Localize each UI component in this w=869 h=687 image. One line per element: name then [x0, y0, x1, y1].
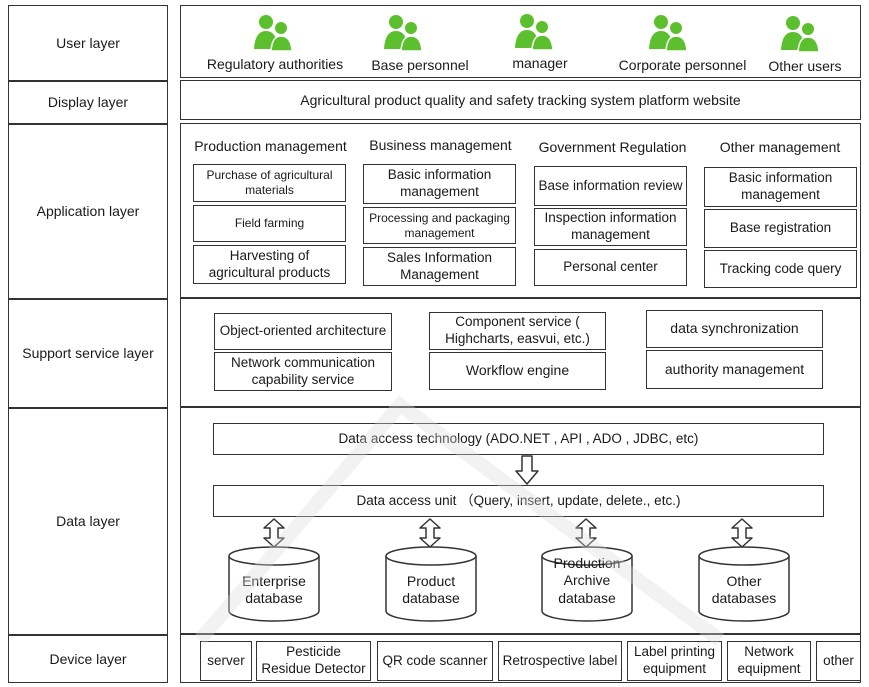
user-role-label: manager [512, 55, 568, 71]
data-access-unit-box: Data access unit （Query, insert, update,… [213, 485, 824, 517]
app-module-box: Processing and packaging management [363, 207, 516, 244]
app-module-box: Personal center [534, 249, 687, 286]
down-arrow-icon [515, 455, 539, 485]
support-service-box: Component service ( Highcharts, easvui, … [429, 312, 606, 350]
layer-label-support: Support service layer [22, 345, 154, 361]
device-box: Pesticide Residue Detector [256, 641, 371, 681]
layer-divider [8, 123, 168, 125]
device-box: Network equipment [727, 641, 811, 681]
data-layer-panel [180, 407, 861, 634]
user-group-icon [781, 16, 820, 53]
user-group-icon [649, 15, 688, 52]
database-label: Other databases [711, 572, 777, 607]
layer-labels-column [8, 5, 168, 683]
layer-label-user: User layer [56, 34, 120, 51]
user-role-label: Corporate personnel [618, 57, 747, 73]
database-cylinder-icon [385, 546, 477, 622]
layer-divider [8, 298, 168, 300]
support-service-box: Network communication capability service [214, 352, 392, 391]
support-layer-panel [180, 298, 861, 407]
support-service-box: data synchronization [646, 310, 823, 348]
app-column-title: Government Regulation [538, 139, 687, 155]
device-box: server [200, 641, 252, 681]
user-role-label: Other users [768, 58, 842, 74]
app-column-title: Production management [194, 138, 347, 154]
database-cylinder-icon [541, 546, 633, 622]
app-module-box: Sales Information Management [363, 247, 516, 286]
user-layer-panel [180, 5, 861, 78]
app-module-box: Base information review [534, 166, 687, 206]
app-module-box: Tracking code query [704, 250, 857, 288]
user-group-icon [515, 14, 554, 51]
application-layer-panel [180, 123, 861, 298]
data-access-technology-box: Data access technology (ADO.NET , API , … [213, 423, 824, 455]
app-column-title: Other management [719, 139, 841, 155]
layer-divider [8, 407, 168, 409]
app-column-title: Business management [369, 137, 512, 153]
layer-label-display: Display layer [47, 94, 129, 110]
user-role-label: Regulatory authorities [206, 56, 344, 72]
user-group-icon [254, 15, 293, 52]
layer-divider [8, 634, 168, 636]
database-cylinder-icon [228, 546, 320, 622]
layer-divider [8, 80, 168, 82]
platform-website-title: Agricultural product quality and safety … [300, 92, 741, 108]
up-down-arrow-icon [731, 518, 753, 548]
database-cylinder-icon [698, 546, 790, 622]
app-module-box: Basic information management [363, 164, 516, 204]
app-module-box: Base registration [704, 209, 857, 248]
up-down-arrow-icon [263, 518, 285, 548]
app-module-box: Purchase of agricultural materials [193, 164, 346, 202]
database-label: Production Archive database [553, 554, 621, 606]
support-service-box: Object-oriented architecture [214, 313, 392, 350]
database-label: Enterprise database [242, 572, 306, 607]
app-module-box: Basic information management [704, 167, 857, 207]
up-down-arrow-icon [419, 518, 441, 548]
user-role-label: Base personnel [371, 57, 469, 73]
app-module-box: Field farming [193, 205, 346, 242]
layer-label-device: Device layer [49, 651, 127, 667]
display-layer-panel [180, 80, 861, 120]
support-service-box: authority management [646, 350, 823, 389]
app-module-box: Harvesting of agricultural products [193, 245, 346, 284]
user-group-icon [384, 15, 423, 52]
app-module-box: Inspection information management [534, 208, 687, 246]
device-box: other [816, 641, 861, 681]
database-label: Product database [402, 572, 460, 607]
device-box: Label printing equipment [627, 641, 722, 681]
layer-label-application: Application layer [36, 203, 140, 219]
layer-label-data: Data layer [56, 513, 120, 529]
up-down-arrow-icon [575, 518, 597, 548]
support-service-box: Workflow engine [429, 352, 606, 390]
device-box: Retrospective label [498, 641, 622, 681]
device-box: QR code scanner [377, 641, 493, 681]
